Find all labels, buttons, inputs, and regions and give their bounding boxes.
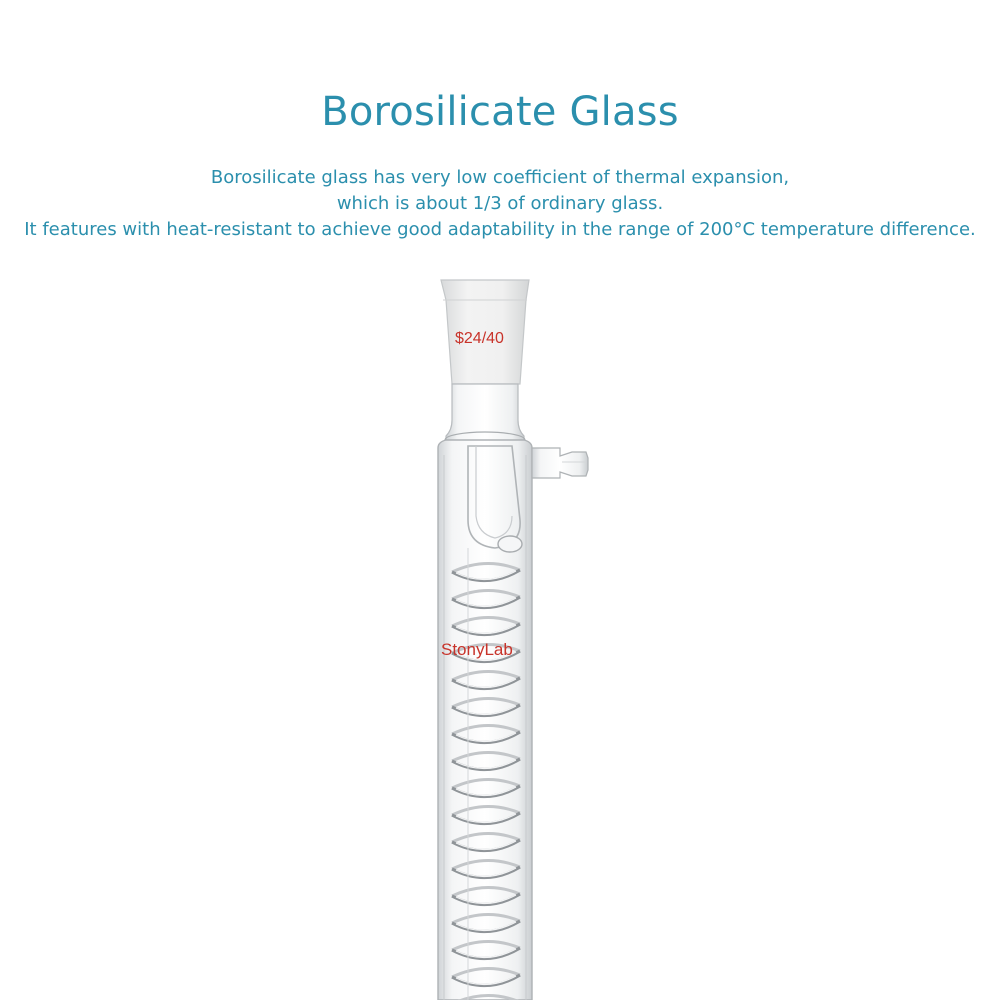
- hose-barb: [531, 447, 589, 479]
- description: Borosilicate glass has very low coeffici…: [0, 165, 1000, 243]
- condenser-neck: [444, 383, 526, 449]
- coil-turn-front: [451, 649, 521, 664]
- joint-size-label: $24/40: [455, 330, 504, 347]
- coil: [451, 561, 521, 1000]
- description-line-2: which is about 1/3 of ordinary glass.: [336, 193, 664, 214]
- coil-turn-front: [451, 865, 521, 880]
- ground-glass-joint: [440, 279, 530, 385]
- coil-highlight: [455, 840, 517, 851]
- coil-highlight: [455, 759, 517, 770]
- coil-highlight: [455, 813, 517, 824]
- coil-turn-back: [451, 939, 521, 952]
- coil-turn-back: [451, 912, 521, 925]
- coil-turn-back: [451, 723, 521, 736]
- coil-turn-front: [451, 595, 521, 610]
- coil-turn-front: [451, 973, 521, 988]
- coil-turn-back: [451, 615, 521, 628]
- description-line-3: It features with heat-resistant to achie…: [24, 219, 976, 240]
- coil-turn-front: [451, 946, 521, 961]
- coil-turn-back: [451, 588, 521, 601]
- coil-turn-back: [451, 561, 521, 574]
- page-title: Borosilicate Glass: [321, 89, 679, 135]
- coil-turn-front: [451, 892, 521, 907]
- coil-highlight: [455, 651, 517, 662]
- coil-turn-front: [451, 919, 521, 934]
- brand-label: StonyLab: [441, 640, 513, 659]
- coil-turn-front: [451, 622, 521, 637]
- coil-turn-back: [451, 885, 521, 898]
- coil-turn-front: [451, 703, 521, 718]
- coil-highlight: [455, 624, 517, 635]
- inner-tube: [467, 445, 523, 553]
- coil-turn-back: [451, 831, 521, 844]
- coil-turn-back: [451, 669, 521, 682]
- coil-highlight: [455, 570, 517, 581]
- coil-turn-back: [451, 777, 521, 790]
- coil-turn-back: [451, 642, 521, 655]
- coil-highlight: [455, 786, 517, 797]
- coil-turn-back: [451, 966, 521, 979]
- coil-highlight: [455, 732, 517, 743]
- coil-turn-back: [451, 858, 521, 871]
- coil-highlight: [455, 975, 517, 986]
- coil-highlight: [455, 597, 517, 608]
- coil-turn-front: [451, 757, 521, 772]
- coil-turn-front: [451, 784, 521, 799]
- coil-turn-front: [451, 811, 521, 826]
- coil-turn-back: [451, 696, 521, 709]
- coil-highlight: [455, 705, 517, 716]
- coil-turn-back: [451, 804, 521, 817]
- coil-highlight: [455, 921, 517, 932]
- coil-turn-back: [451, 750, 521, 763]
- coil-turn-front: [451, 676, 521, 691]
- coil-turn-front: [451, 568, 521, 583]
- coil-highlight: [455, 948, 517, 959]
- coil-turn-front: [451, 838, 521, 853]
- coil-turn-front: [451, 730, 521, 745]
- coil-highlight: [455, 678, 517, 689]
- coil-highlight: [455, 894, 517, 905]
- coil-highlight: [455, 867, 517, 878]
- description-line-1: Borosilicate glass has very low coeffici…: [210, 167, 790, 188]
